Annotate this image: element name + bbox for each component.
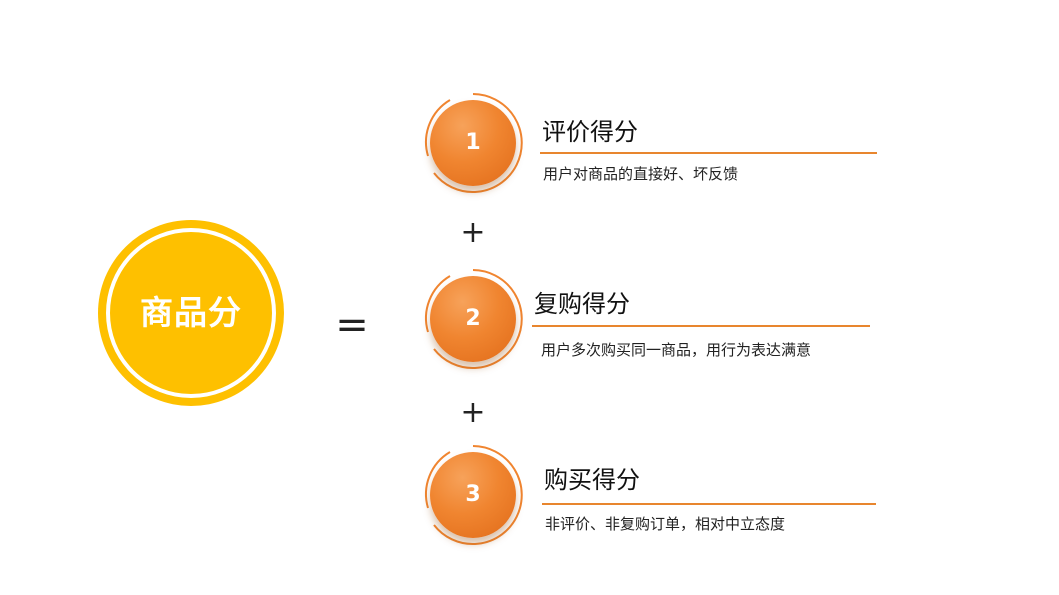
- equals-sign: =: [335, 302, 369, 348]
- step-3-decor-ring: [425, 445, 523, 545]
- step-2-title: 复购得分: [534, 290, 630, 318]
- step-1-number-badge: 1: [430, 100, 516, 186]
- step-3-underline: [542, 503, 876, 505]
- step-1-underline: [540, 152, 877, 154]
- step-1-title: 评价得分: [542, 118, 638, 146]
- step-2-underline: [532, 325, 870, 327]
- step-3-description: 非评价、非复购订单，相对中立态度: [545, 515, 786, 533]
- step-2-decor-ring: [425, 269, 523, 369]
- main-score-inner-ring: [106, 228, 276, 398]
- step-3-number-badge: 3: [430, 452, 516, 538]
- main-score-circle: 商品分: [98, 220, 284, 406]
- step-2-number-badge: 2: [430, 276, 516, 362]
- step-3-title: 购买得分: [544, 466, 640, 494]
- plus-sign-1: +: [460, 215, 486, 250]
- step-2-description: 用户多次购买同一商品，用行为表达满意: [541, 341, 812, 359]
- plus-sign-2: +: [460, 395, 486, 430]
- main-score-label: 商品分: [140, 293, 242, 332]
- step-1-description: 用户对商品的直接好、坏反馈: [543, 165, 739, 183]
- step-1-decor-ring: [425, 93, 523, 193]
